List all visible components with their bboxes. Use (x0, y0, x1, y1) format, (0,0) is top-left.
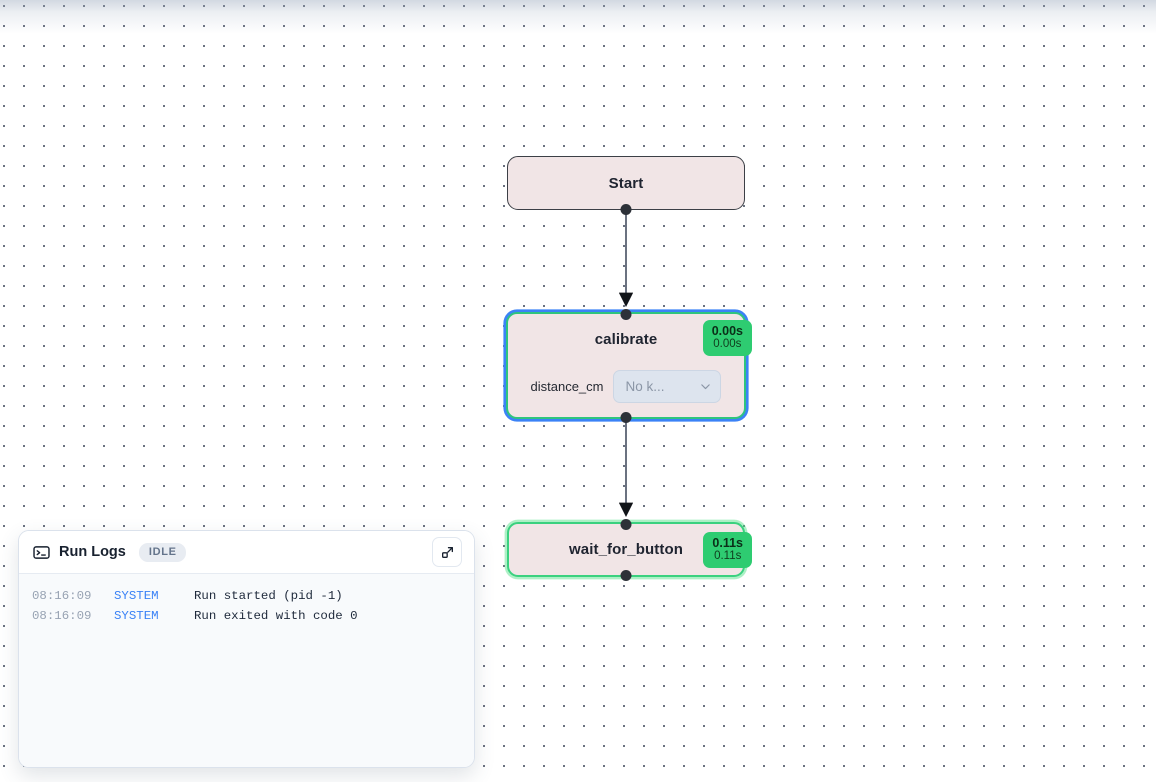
node-input-handle[interactable] (620, 518, 632, 530)
flow-node-calibrate[interactable]: calibrate 0.00s 0.00s distance_cm No k..… (506, 308, 752, 423)
flow-node-wait-for-button[interactable]: wait_for_button 0.11s 0.11s (507, 518, 752, 581)
timing-secondary: 0.00s (713, 338, 742, 350)
log-level: SYSTEM (114, 609, 159, 623)
run-logs-title: Run Logs (59, 544, 126, 560)
timing-badge: 0.00s 0.00s (702, 320, 752, 356)
timing-primary: 0.00s (711, 324, 743, 338)
run-logs-header: Run Logs IDLE (19, 531, 474, 574)
log-line: 08:16:09 SYSTEM Run exited with code 0 (19, 606, 474, 626)
node-output-handle[interactable] (620, 569, 632, 581)
log-line: 08:16:09 SYSTEM Run started (pid -1) (19, 586, 474, 606)
terminal-icon (33, 545, 50, 559)
param-select-value: No k... (625, 379, 665, 394)
param-label-distance-cm: distance_cm (530, 379, 604, 394)
run-logs-panel: Run Logs IDLE 08:16:09 SYSTEM Run starte… (18, 530, 475, 768)
node-input-handle[interactable] (620, 308, 632, 320)
node-param-row: distance_cm No k... (508, 370, 744, 403)
flow-node-start[interactable]: Start (507, 156, 745, 215)
log-message: Run started (pid -1) (194, 589, 343, 603)
top-panel-shadow (0, 0, 1156, 34)
expand-icon (441, 546, 453, 558)
node-title: Start (608, 174, 644, 192)
timing-primary: 0.11s (712, 536, 743, 550)
node-output-handle[interactable] (620, 203, 632, 215)
timing-badge: 0.11s 0.11s (703, 532, 752, 568)
timing-secondary: 0.11s (714, 550, 742, 562)
param-select-distance-cm[interactable]: No k... (613, 370, 722, 403)
node-title: wait_for_button (569, 541, 683, 558)
node-output-handle[interactable] (620, 411, 632, 423)
log-timestamp: 08:16:09 (32, 589, 92, 603)
run-logs-body[interactable]: 08:16:09 SYSTEM Run started (pid -1) 08:… (19, 574, 474, 767)
log-level: SYSTEM (114, 589, 159, 603)
status-badge: IDLE (138, 542, 186, 562)
chevron-down-icon (701, 384, 711, 390)
log-message: Run exited with code 0 (194, 609, 358, 623)
node-title: calibrate (594, 331, 658, 348)
expand-button[interactable] (432, 537, 462, 567)
log-timestamp: 08:16:09 (32, 609, 92, 623)
